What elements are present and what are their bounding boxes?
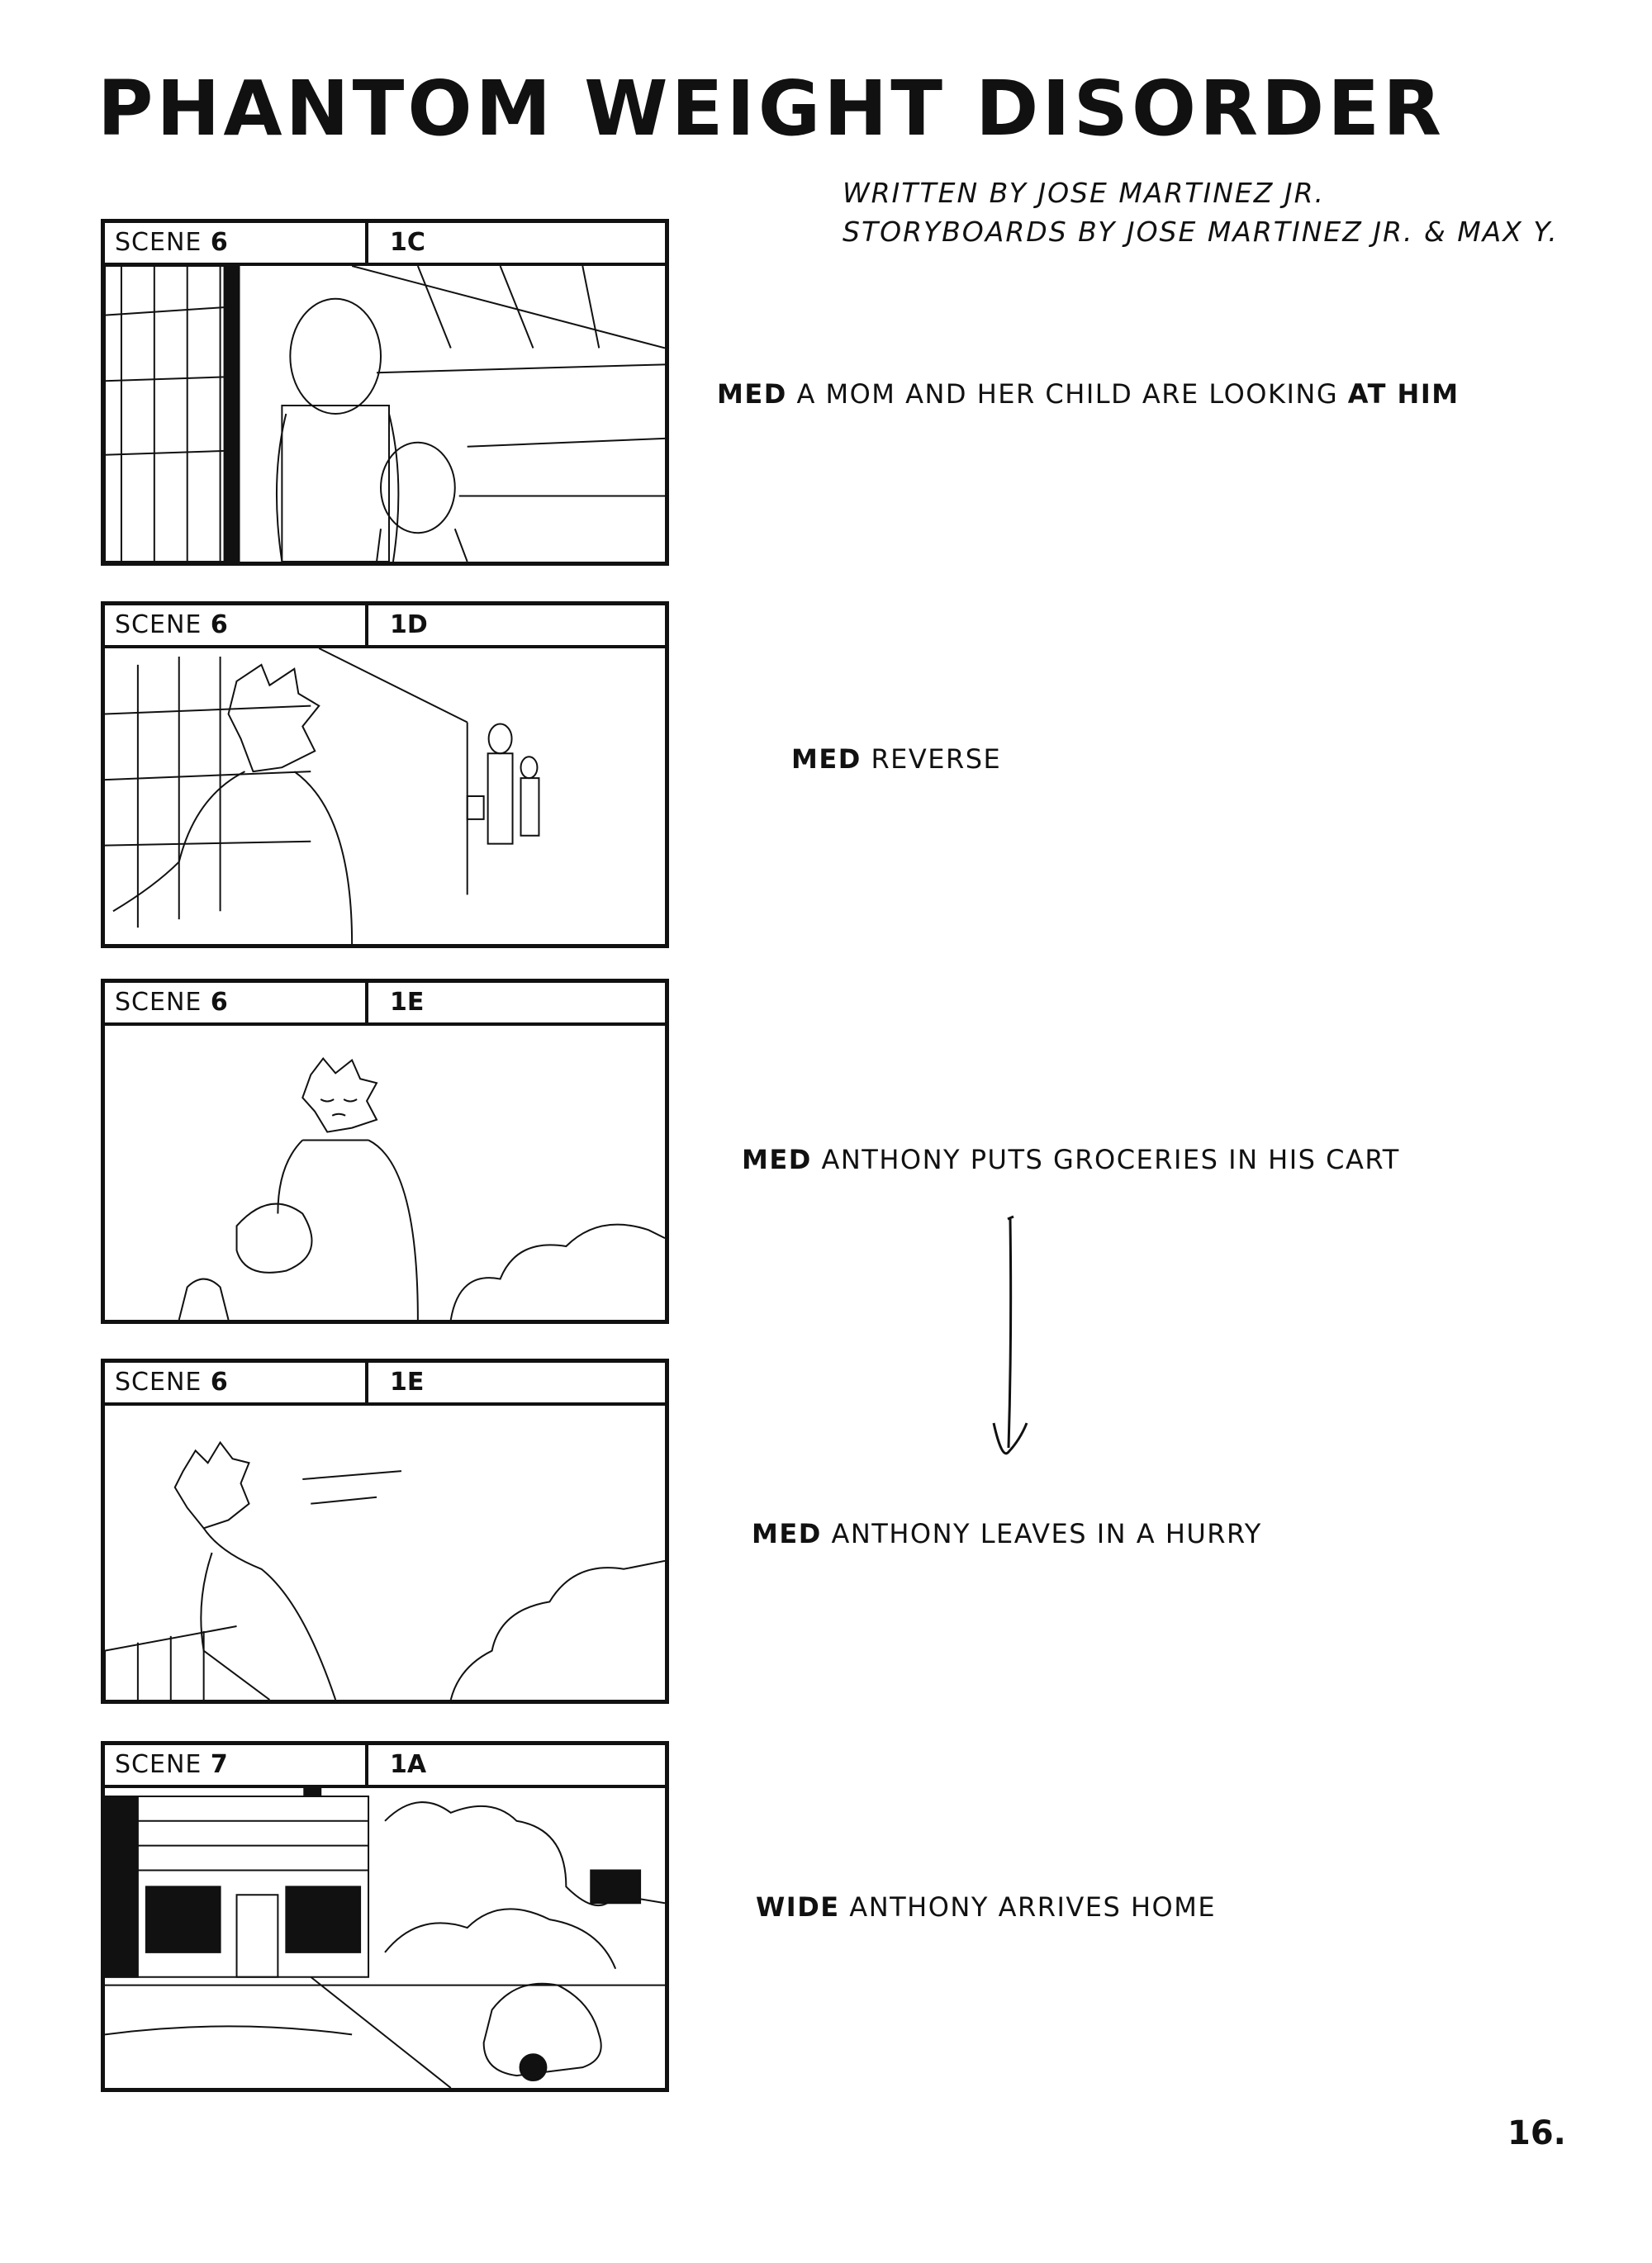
shot-label: 1C [390,228,425,257]
panel-header: SCENE 6 1E [105,1363,665,1406]
header-divider [365,983,368,1022]
scene-label: SCENE 6 [115,988,229,1017]
scene-label: SCENE 6 [115,1368,229,1397]
panel-illustration [105,1788,665,2088]
header-divider [365,223,368,263]
shot-label: 1D [390,610,428,639]
panel-2-description: MED REVERSE [791,743,1002,775]
shot-label: 1E [390,988,425,1017]
storyboards-by-credit: STORYBOARDS BY JOSE MARTINEZ JR. & MAX Y… [843,216,1559,248]
panel-5-description: WIDE ANTHONY ARRIVES HOME [756,1891,1217,1923]
panel-header: SCENE 6 1E [105,983,665,1026]
written-by-credit: WRITTEN BY JOSE MARTINEZ JR. [843,177,1325,209]
scene-label: SCENE 6 [115,610,229,639]
header-divider [365,1363,368,1402]
shot-label: 1A [390,1750,427,1779]
storyboard-panel-3: SCENE 6 1E [101,979,669,1324]
panel-header: SCENE 6 1D [105,605,665,648]
shot-type: MED [791,743,862,775]
panel-illustration [105,648,665,944]
storyboard-panel-2: SCENE 6 1D [101,601,669,948]
panel-4-description: MED ANTHONY LEAVES IN A HURRY [752,1518,1262,1549]
shot-type: MED [717,378,787,410]
storyboard-panel-5: SCENE 7 1A [101,1741,669,2092]
shot-type: WIDE [756,1891,840,1923]
page-number: 16. [1507,2114,1566,2152]
storyboard-panel-4: SCENE 6 1E [101,1359,669,1704]
panel-header: SCENE 6 1C [105,223,665,266]
header-divider [365,1745,368,1785]
panel-header: SCENE 7 1A [105,1745,665,1788]
panel-illustration [105,266,665,562]
down-arrow-icon [987,1212,1037,1472]
header-divider [365,605,368,645]
panel-1-description: MED A MOM AND HER CHILD ARE LOOKING AT H… [717,378,1460,410]
credits: WRITTEN BY JOSE MARTINEZ JR. STORYBOARDS… [843,173,1559,251]
shot-label: 1E [390,1368,425,1397]
panel-3-description: MED ANTHONY PUTS GROCERIES IN HIS CART [742,1144,1400,1175]
page-title: PHANTOM WEIGHT DISORDER [97,64,1445,153]
shot-type: MED [742,1144,812,1175]
panel-illustration [105,1026,665,1320]
scene-label: SCENE 7 [115,1750,229,1779]
shot-type: MED [752,1518,822,1549]
scene-label: SCENE 6 [115,228,229,257]
panel-illustration [105,1406,665,1700]
storyboard-panel-1: SCENE 6 1C [101,219,669,566]
